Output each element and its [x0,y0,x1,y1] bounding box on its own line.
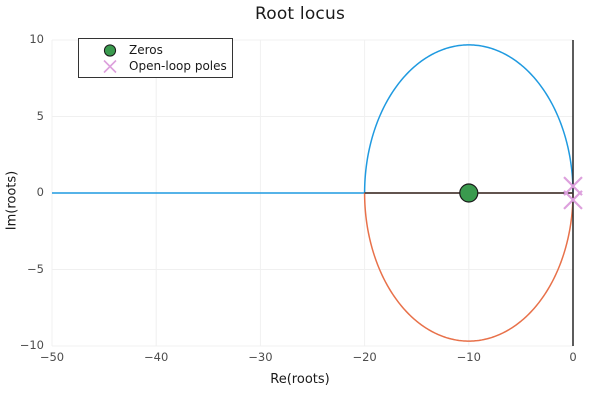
plot-area [51,39,583,347]
legend-label-zeros: Zeros [129,43,163,57]
x-tick-label: −40 [144,350,169,364]
legend-item-poles: Open-loop poles [79,58,232,75]
legend: Zeros Open-loop poles [78,38,233,78]
plot-canvas [51,39,583,347]
x-tick-label: 0 [569,350,577,364]
x-axis-label: Re(roots) [270,372,330,387]
legend-item-zeros: Zeros [79,42,232,59]
x-tick-label: −30 [248,350,273,364]
x-tick-label: −10 [456,350,481,364]
marker-layer [459,176,583,210]
series-layer [52,40,574,346]
legend-label-poles: Open-loop poles [129,59,227,73]
pole-marker-icon [103,59,117,74]
x-tick-label: −50 [39,350,65,364]
y-axis-label: Im(roots) [4,170,20,231]
x-tick-label: −20 [352,350,377,364]
page-title: Root locus [254,4,346,24]
zero-marker-icon [103,44,117,57]
